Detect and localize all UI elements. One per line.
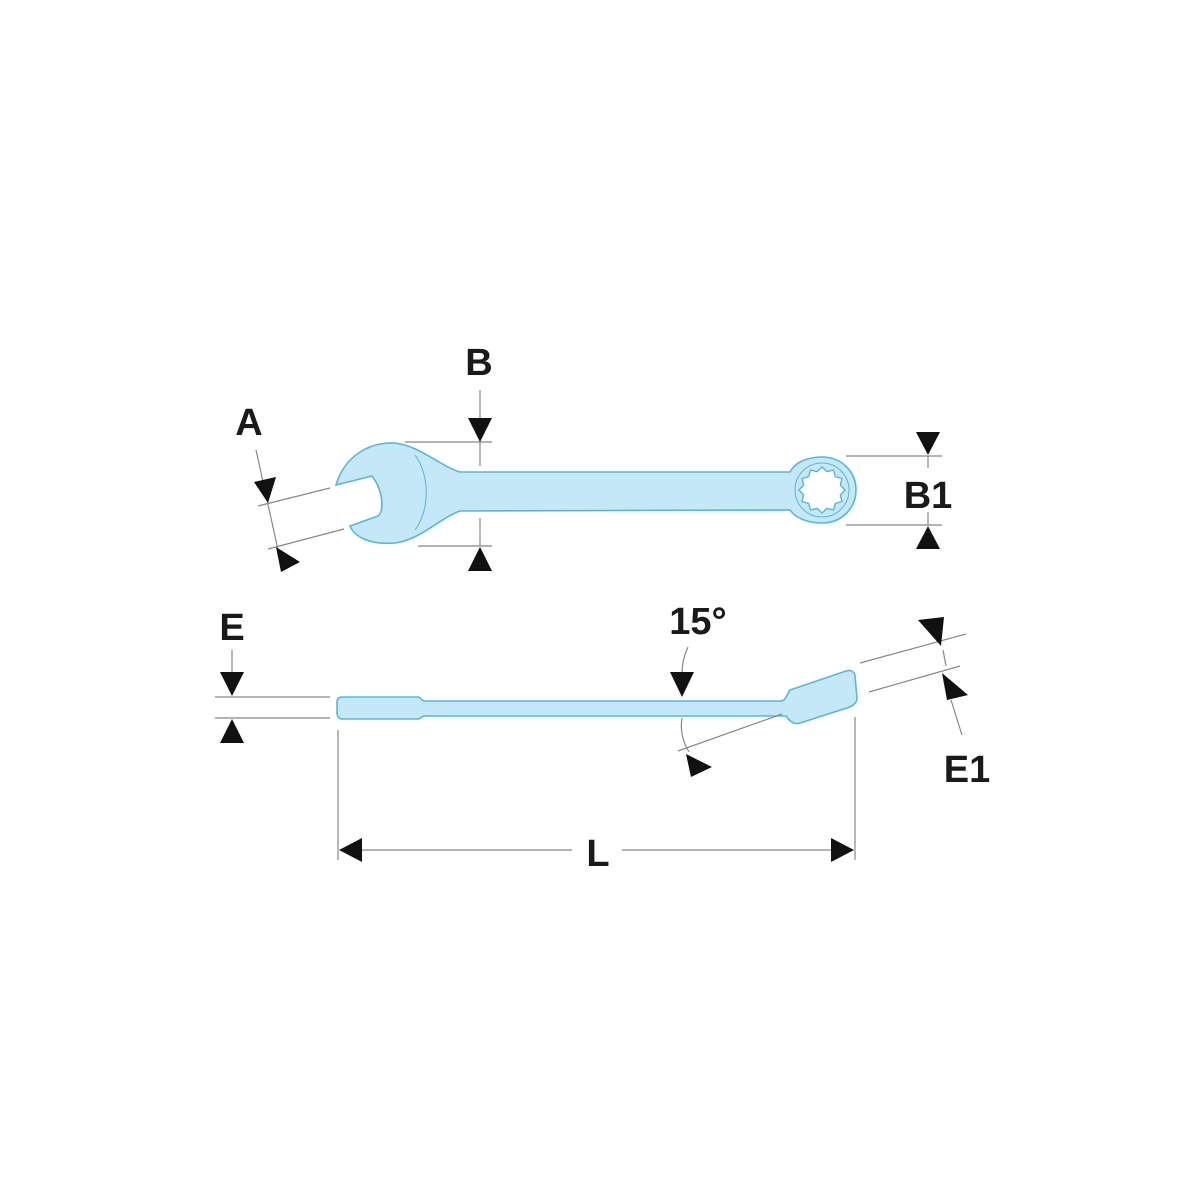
label-B: B	[465, 342, 492, 384]
arrow-right-icon	[831, 838, 854, 862]
arrow-up-icon	[942, 673, 968, 700]
arrow-up-icon	[916, 526, 940, 549]
wrench-side-view	[336, 669, 858, 725]
wrench-top-view	[334, 442, 857, 545]
ring-inner-edge	[794, 462, 850, 518]
wrench-side-body	[336, 669, 858, 725]
arrow-down-icon	[918, 617, 944, 646]
arrow-down-icon	[468, 418, 492, 442]
twelve-point-socket	[798, 466, 846, 514]
dimension-E1: E1	[859, 617, 990, 791]
arrow-left-icon	[339, 838, 362, 862]
arrow-up-icon	[276, 547, 300, 572]
jaw-shading-line	[414, 454, 427, 531]
label-L: L	[586, 833, 609, 875]
dimension-B: B	[405, 342, 493, 571]
dimension-A: A	[235, 402, 345, 572]
dimension-L: L	[337, 717, 856, 875]
arrow-up-icon	[220, 719, 244, 743]
label-E1: E1	[944, 749, 990, 791]
dimension-E: E	[215, 607, 330, 743]
label-E: E	[219, 607, 244, 649]
label-angle: 15°	[669, 601, 726, 643]
label-A: A	[235, 402, 262, 444]
label-B1: B1	[904, 475, 953, 517]
dimension-angle: 15°	[669, 601, 783, 777]
arrow-up-icon	[468, 547, 492, 571]
arrow-down-icon	[916, 432, 940, 455]
dimension-B1: B1	[846, 432, 952, 549]
wrench-top-body	[334, 442, 857, 545]
arrow-down-icon	[220, 672, 244, 696]
arrow-down-icon	[254, 477, 276, 503]
arrow-down-icon	[670, 672, 694, 697]
arrow-up-icon	[686, 754, 712, 777]
